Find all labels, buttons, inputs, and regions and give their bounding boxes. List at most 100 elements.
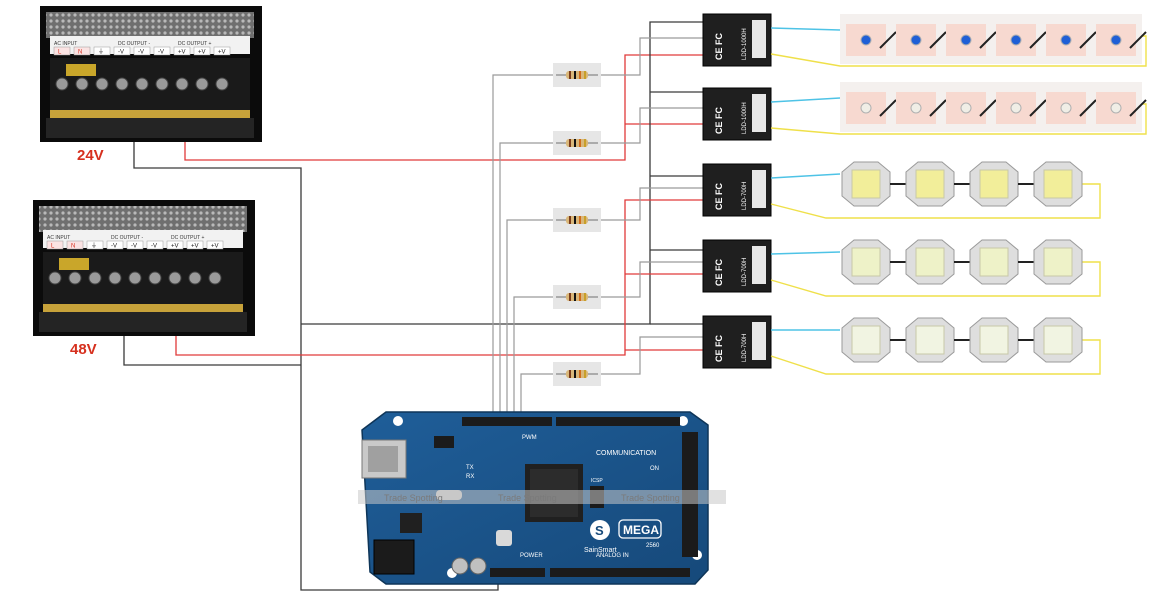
dc-power-jack — [373, 539, 415, 575]
psu-terminal-label: +V — [191, 244, 199, 250]
psu-terminal-label: +V — [211, 244, 219, 250]
terminal-screw — [95, 77, 109, 91]
led-chip — [1043, 325, 1073, 355]
driver-cert-marks: CE FC — [714, 32, 724, 60]
led-chip — [851, 247, 881, 277]
psu-terminal-label: L — [58, 50, 62, 56]
terminal-screw — [155, 77, 169, 91]
wire-signal-5 — [520, 336, 703, 418]
wire-signal-4 — [513, 261, 703, 418]
psu-terminal-label: N — [78, 50, 82, 56]
led-dot — [1010, 34, 1022, 46]
terminal-screw — [195, 77, 209, 91]
psu-dc-plus-label: DC OUTPUT + — [171, 235, 204, 241]
psu-terminal-label: -V — [131, 244, 137, 250]
terminal-screw — [168, 271, 182, 285]
wire-48v-ground-bus — [301, 21, 703, 325]
label-analog-in: ANALOG IN — [596, 553, 629, 559]
led-dot — [960, 34, 972, 46]
board-model-number: 2560 — [646, 543, 660, 549]
terminal-screw — [48, 271, 62, 285]
psu-terminal-label: ⏚ — [91, 243, 97, 250]
driver-model-label: LDD-1000H — [742, 28, 748, 60]
terminal-screw — [135, 77, 149, 91]
drivers-group: LDD-1000H CE FC LDD-1000H CE FC LDD-700H CE F… — [702, 13, 772, 369]
label-on: ON — [650, 466, 659, 472]
svg-text:S: S — [595, 523, 604, 538]
label-icsp: ICSP — [591, 478, 603, 484]
led-strip-2 — [770, 82, 1147, 135]
wire-led-negative — [770, 261, 1101, 297]
psu-48v-label: 48V — [70, 341, 97, 358]
driver-model-label: LDD-700H — [742, 334, 748, 362]
led-chip — [979, 325, 1009, 355]
led-dot — [1060, 34, 1072, 46]
driver-cert-marks: CE FC — [714, 106, 724, 134]
led-strip-1 — [770, 14, 1147, 67]
led-dot — [860, 34, 872, 46]
wire-signal-3 — [506, 187, 703, 418]
wire-24v-positive — [184, 54, 703, 161]
led-strip-5 — [770, 317, 1101, 375]
label-tx: TX — [466, 465, 474, 471]
wire-led-positive — [770, 251, 841, 255]
sainsmart-logo — [590, 520, 610, 540]
label-rx: RX — [466, 474, 474, 480]
driver-cert-marks: CE FC — [714, 334, 724, 362]
capacitor — [469, 557, 487, 575]
driver-model-label: LDD-1000H — [742, 102, 748, 134]
psu-terminal-label: -V — [151, 244, 157, 250]
resistor — [553, 285, 601, 309]
resistor — [553, 63, 601, 87]
psu-terminal-label: N — [71, 244, 75, 250]
wire-led-negative — [770, 339, 1101, 375]
psu-terminal-label: -V — [111, 244, 117, 250]
driver-cert-marks: CE FC — [714, 258, 724, 286]
watermark-3: Trade Spotting — [621, 493, 680, 503]
led-strip-4 — [770, 239, 1101, 297]
led-chip — [979, 169, 1009, 199]
led-chip — [915, 169, 945, 199]
terminal-screw — [208, 271, 222, 285]
psu-terminal-label: -V — [158, 50, 164, 56]
arduino-mega-board: S SainSmart MEGA 2560 COMMUNICATION PWM … — [358, 411, 726, 585]
terminal-screw — [148, 271, 162, 285]
terminal-screw — [75, 77, 89, 91]
led-chip — [1043, 247, 1073, 277]
driver-model-label: LDD-700H — [742, 258, 748, 286]
led-dot — [1110, 102, 1122, 114]
psu-ac-input-label: AC INPUT — [54, 41, 77, 47]
terminal-screw — [175, 77, 189, 91]
psu-terminal-label: +V — [218, 50, 226, 56]
psu-dc-minus-label: DC OUTPUT - — [111, 235, 143, 241]
led-dot — [860, 102, 872, 114]
terminal-screw — [188, 271, 202, 285]
wire-24v-ground — [133, 108, 499, 591]
led-dot — [910, 34, 922, 46]
led-driver-5: LDD-700H CE FC — [702, 315, 772, 369]
led-driver-2: LDD-1000H CE FC — [702, 87, 772, 141]
resistor — [553, 208, 601, 232]
terminal-screw — [128, 271, 142, 285]
wire-signal-2 — [499, 107, 703, 418]
psu-terminal-label: +V — [171, 244, 179, 250]
wire-led-positive — [770, 97, 841, 103]
psu-terminal-label: -V — [138, 50, 144, 56]
led-dot — [1010, 102, 1022, 114]
psu-ac-input-label: AC INPUT — [47, 235, 70, 241]
terminal-screw — [215, 77, 229, 91]
led-chip — [851, 325, 881, 355]
watermark-1: Trade Spotting — [384, 493, 443, 503]
usb-chip — [400, 513, 422, 533]
watermark-band — [358, 490, 726, 504]
wire-led-positive — [770, 27, 841, 31]
psu-dc-plus-label: DC OUTPUT + — [178, 41, 211, 47]
terminal-screw — [88, 271, 102, 285]
led-chip — [915, 325, 945, 355]
driver-model-label: LDD-700H — [742, 182, 748, 210]
wire-signal-1 — [492, 37, 703, 418]
